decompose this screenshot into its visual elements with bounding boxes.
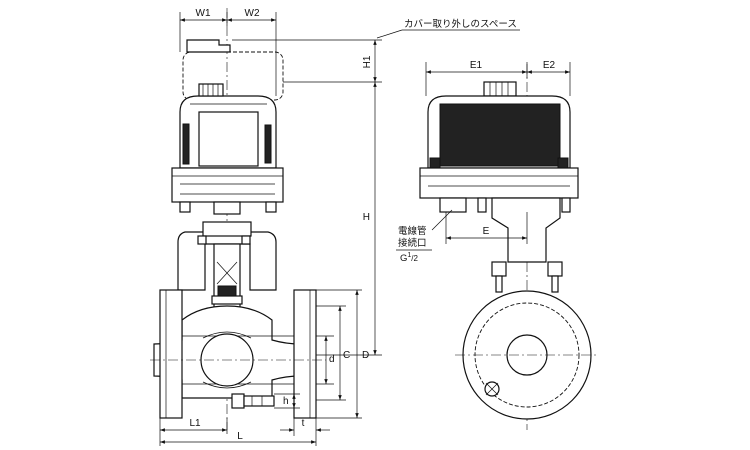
dim-W2: W2 <box>227 8 277 96</box>
conduit-size-sup: 1 <box>407 252 411 259</box>
label-E2: E2 <box>543 60 556 71</box>
label-C: C <box>343 350 350 361</box>
label-L1: L1 <box>189 418 201 429</box>
front-view: W1 W2 H1 H D <box>150 8 382 446</box>
side-stem-bolt-right <box>547 261 563 277</box>
stem-packing <box>211 295 243 305</box>
label-H: H <box>363 212 370 223</box>
side-stem-rod-left <box>495 275 503 293</box>
drain-plug <box>231 393 245 409</box>
dim-H: H <box>316 82 382 356</box>
dim-E: E <box>445 212 528 244</box>
actuator-handle <box>198 83 224 97</box>
drain-plug-body <box>243 395 275 407</box>
base-bolt-left <box>179 201 191 213</box>
conduit-connection <box>439 197 467 213</box>
dim-L: L <box>160 418 317 446</box>
actuator-side-tab-right <box>264 124 272 164</box>
label-E1: E1 <box>470 60 483 71</box>
dim-h: h <box>274 393 300 409</box>
label-h: h <box>283 396 289 407</box>
yoke-bolt-left <box>197 235 207 245</box>
side-cover-foot-right <box>557 157 569 169</box>
actuator-side-tab <box>182 123 190 165</box>
label-W1: W1 <box>196 8 211 19</box>
actuator-base <box>171 167 284 203</box>
stem-seal <box>217 285 237 297</box>
dim-t: t <box>280 418 330 436</box>
dim-H1: H1 <box>232 39 382 83</box>
side-cover-foot-left <box>429 157 441 169</box>
side-actuator-base <box>419 167 579 199</box>
dim-d: d <box>316 335 335 385</box>
flange-left <box>159 289 183 419</box>
side-stem-rod-right <box>551 275 559 293</box>
cover-removal-space-text: カバー取り外しのスペース <box>404 18 517 30</box>
base-bolt-right <box>265 201 277 213</box>
label-D: D <box>362 350 369 361</box>
flange-right <box>293 289 317 419</box>
side-bracket <box>491 197 561 263</box>
label-E: E <box>483 226 490 237</box>
side-actuator-cover-shade <box>439 103 561 167</box>
dim-D: D <box>316 289 369 419</box>
label-t: t <box>302 418 305 429</box>
conduit-size-sub: /2 <box>411 254 418 263</box>
conduit-line2: 接続口 <box>398 237 427 249</box>
note-conduit-connection: 電線管 接続口 G1/2 <box>396 225 432 264</box>
yoke-top-plate <box>202 221 252 237</box>
side-base-bolt-left <box>477 197 487 213</box>
label-L: L <box>237 431 243 442</box>
note-cover-removal-space: カバー取り外しのスペース <box>376 18 520 39</box>
side-actuator-handle <box>483 81 517 97</box>
conduit-size-base: G <box>400 253 407 264</box>
dim-E1: E1 <box>425 60 528 96</box>
yoke-bolt-right <box>241 235 251 245</box>
conduit-size: G1/2 <box>400 252 419 264</box>
top-knob <box>186 39 231 53</box>
actuator-window <box>198 111 259 167</box>
side-view: E1 E2 <box>419 60 599 430</box>
side-base-bolt-right <box>561 197 571 213</box>
label-d: d <box>329 354 335 365</box>
dim-E2: E2 <box>527 60 571 96</box>
coupling-top <box>213 201 241 215</box>
conduit-line1: 電線管 <box>398 225 427 237</box>
cover-removal-space-outline <box>182 51 284 101</box>
dim-C: C <box>316 305 350 401</box>
side-stem-bolt-left <box>491 261 507 277</box>
label-W2: W2 <box>245 8 260 19</box>
label-H1: H1 <box>362 55 373 68</box>
